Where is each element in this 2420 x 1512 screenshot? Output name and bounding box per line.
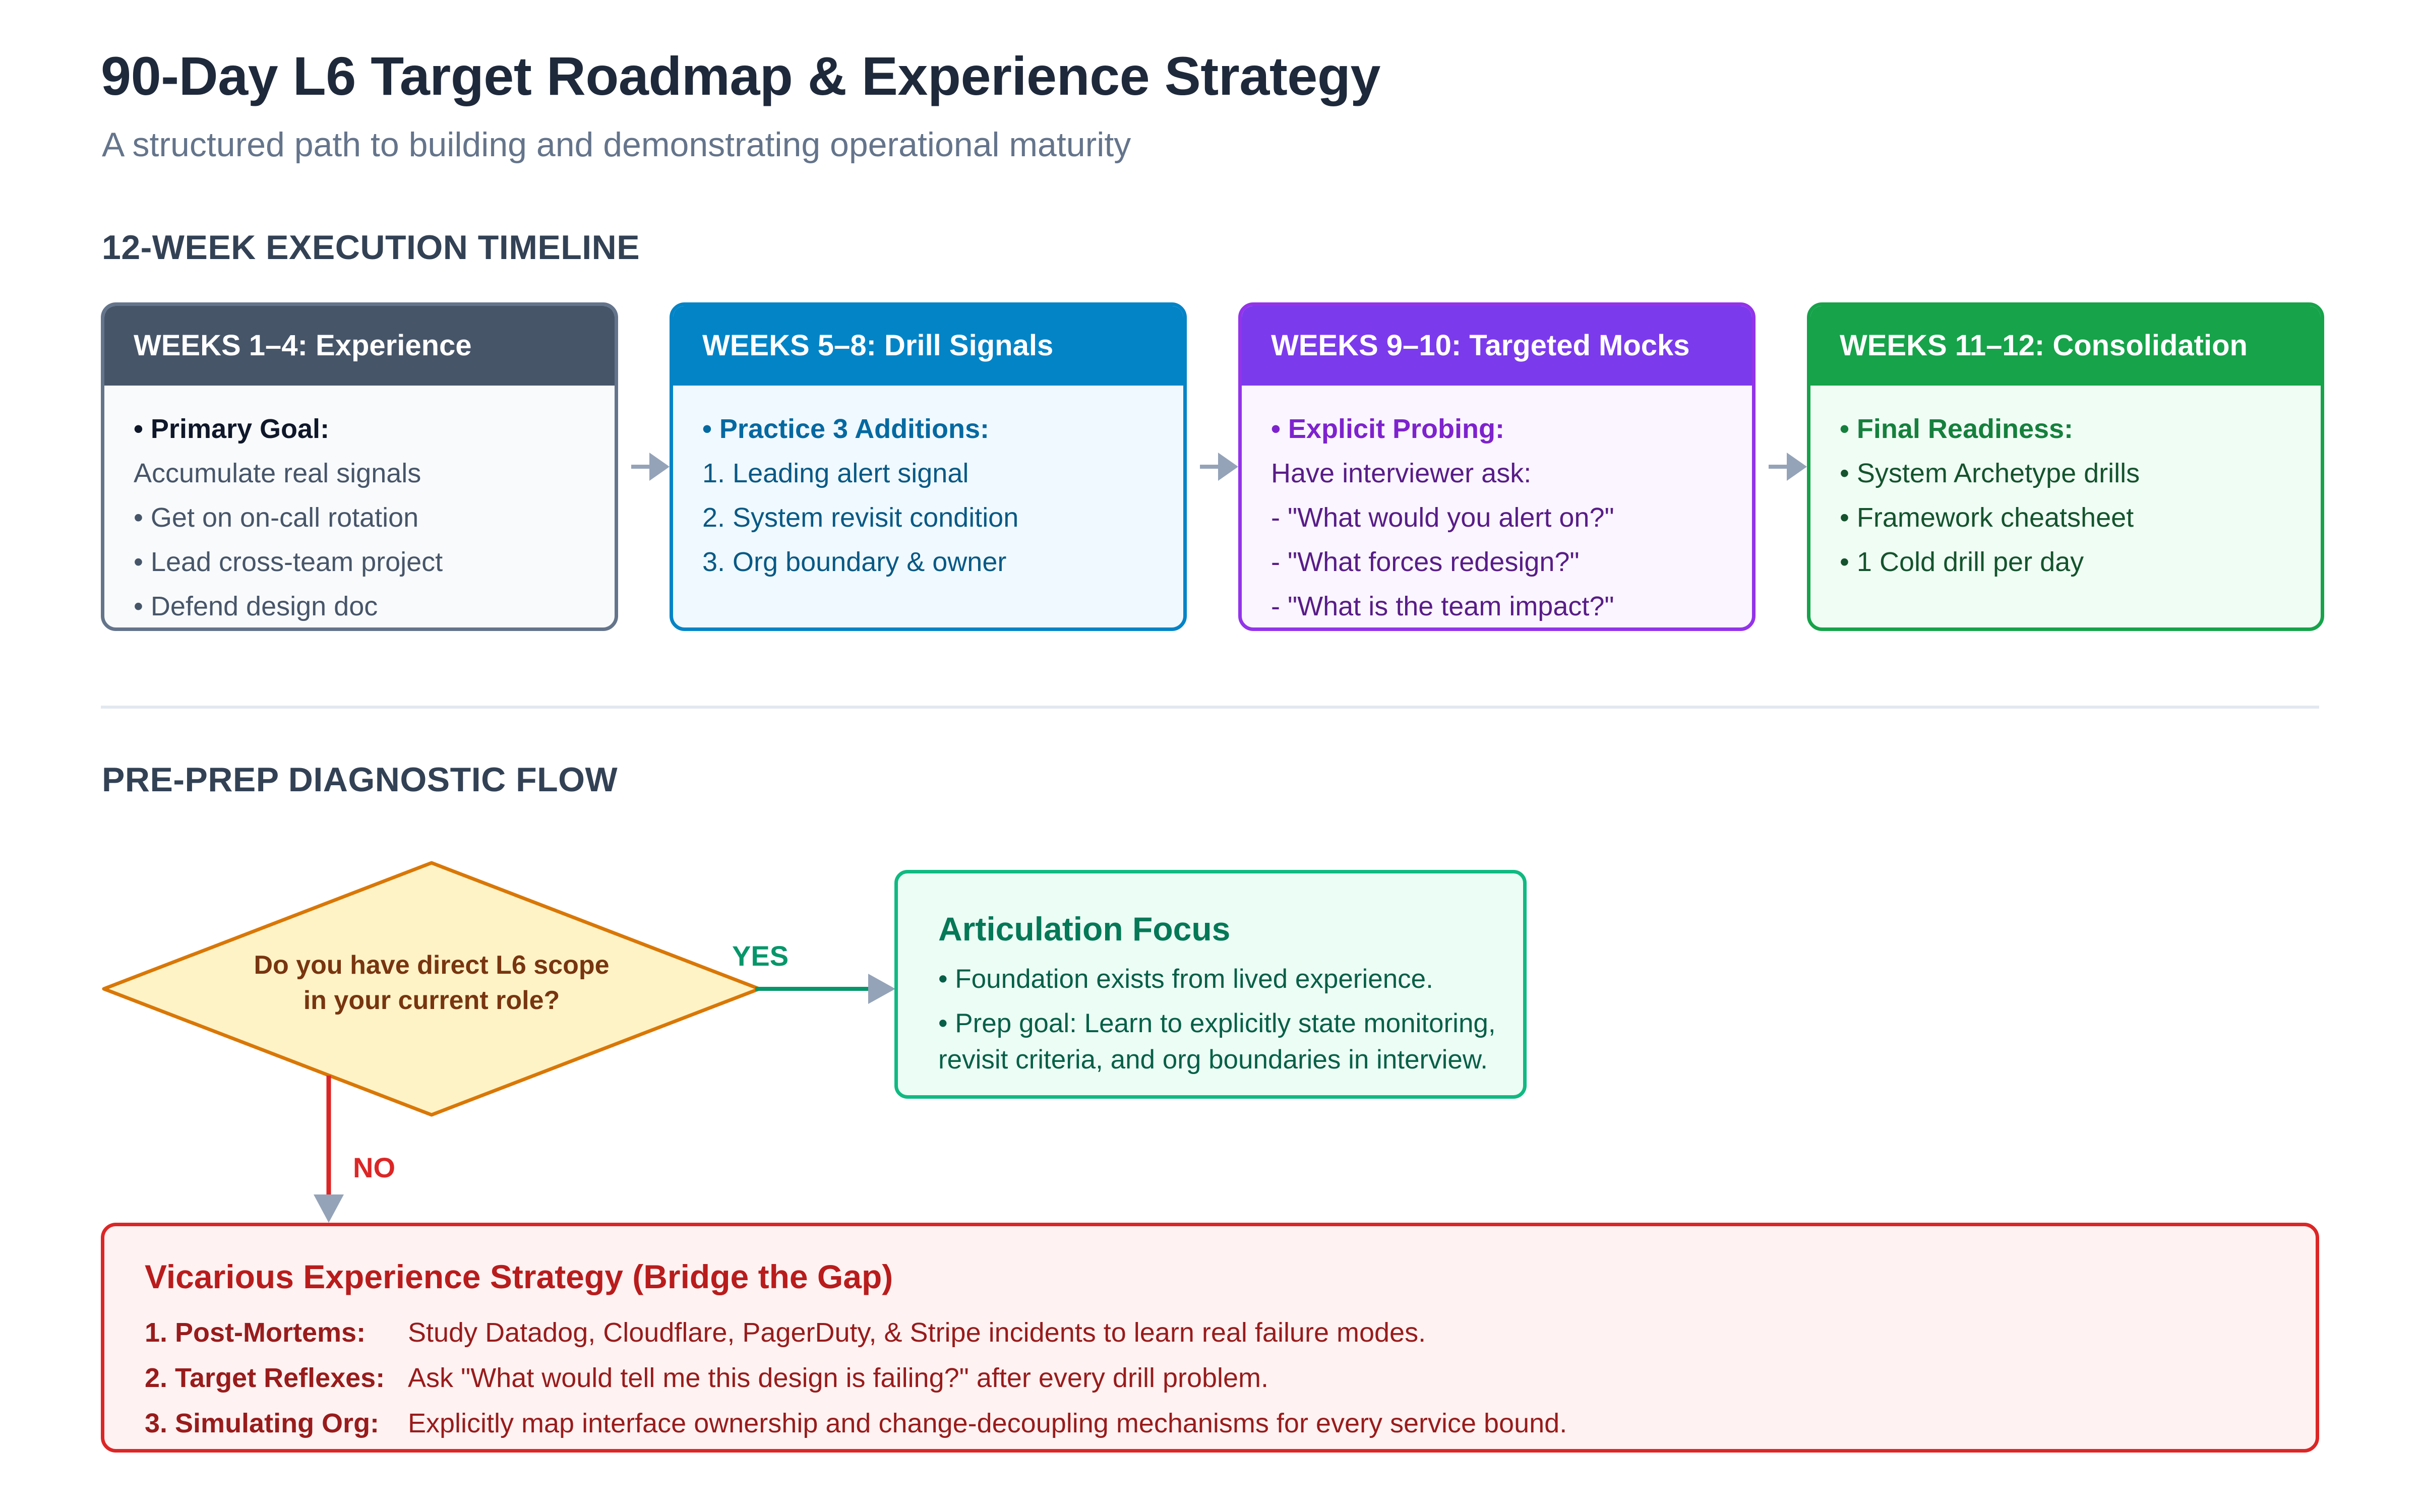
- card-line: 1. Leading alert signal: [702, 458, 969, 488]
- strategy-item-value: Ask "What would tell me this design is f…: [408, 1363, 1269, 1393]
- articulation-focus-title: Articulation Focus: [938, 910, 1231, 948]
- week-card-4: WEEKS 11–12: Consolidation • Final Readi…: [1807, 302, 2324, 631]
- articulation-line: • Foundation exists from lived experienc…: [938, 964, 1433, 994]
- strategy-item-key: 2. Target Reflexes:: [145, 1363, 385, 1393]
- no-arrow: [314, 1076, 344, 1223]
- decision-text-line2: in your current role?: [304, 986, 560, 1015]
- strategy-item-value: Explicitly map interface ownership and c…: [408, 1408, 1567, 1438]
- card-line: • Explicit Probing:: [1271, 414, 1504, 444]
- card-line: • Lead cross-team project: [134, 547, 443, 577]
- card-line: • Primary Goal:: [134, 414, 330, 444]
- vicarious-strategy-title: Vicarious Experience Strategy (Bridge th…: [145, 1258, 893, 1295]
- arrow-head-icon: [1787, 453, 1807, 481]
- week-card-body: • Primary Goal: Accumulate real signals …: [104, 386, 615, 627]
- card-line: - "What is the team impact?": [1271, 591, 1614, 621]
- articulation-line: • Prep goal: Learn to explicitly state m…: [938, 1009, 1496, 1038]
- arrow-head-icon: [314, 1194, 344, 1223]
- card-line: • System Archetype drills: [1840, 458, 2140, 488]
- week-card-body: • Final Readiness: • System Archetype dr…: [1810, 386, 2321, 584]
- vicarious-strategy-box: Vicarious Experience Strategy (Bridge th…: [101, 1223, 2319, 1453]
- card-line: Have interviewer ask:: [1271, 458, 1532, 488]
- strategy-item: 1. Post-Mortems: Study Datadog, Cloudfla…: [145, 1310, 2316, 1355]
- week-card-body: • Explicit Probing: Have interviewer ask…: [1242, 386, 1752, 627]
- no-label: NO: [353, 1152, 395, 1183]
- week-card-3: WEEKS 9–10: Targeted Mocks • Explicit Pr…: [1238, 302, 1756, 631]
- card-line: • 1 Cold drill per day: [1840, 547, 2084, 577]
- week-card-title: WEEKS 5–8: Drill Signals: [673, 306, 1183, 386]
- week-card-2: WEEKS 5–8: Drill Signals • Practice 3 Ad…: [670, 302, 1187, 631]
- timeline-arrow-1: [631, 453, 670, 481]
- arrow-head-icon: [649, 453, 670, 481]
- strategy-item: 3. Simulating Org: Explicitly map interf…: [145, 1401, 2316, 1446]
- timeline-section-label: 12-WEEK EXECUTION TIMELINE: [102, 228, 640, 267]
- card-line: Accumulate real signals: [134, 458, 421, 488]
- timeline-arrow-2: [1200, 453, 1238, 481]
- card-line: 2. System revisit condition: [702, 502, 1019, 533]
- card-line: - "What forces redesign?": [1271, 547, 1580, 577]
- articulation-focus-box: Articulation Focus • Foundation exists f…: [894, 870, 1527, 1099]
- strategy-item: 2. Target Reflexes: Ask "What would tell…: [145, 1355, 2316, 1401]
- card-line: • Defend design doc: [134, 591, 378, 621]
- timeline-arrow-3: [1769, 453, 1807, 481]
- week-card-title: WEEKS 1–4: Experience: [104, 306, 615, 386]
- yes-arrow: [755, 974, 895, 1004]
- arrow-head-icon: [868, 974, 895, 1004]
- strategy-item-key: 1. Post-Mortems:: [145, 1317, 366, 1348]
- articulation-line: revisit criteria, and org boundaries in …: [938, 1045, 1488, 1075]
- week-card-title: WEEKS 9–10: Targeted Mocks: [1242, 306, 1752, 386]
- card-line: - "What would you alert on?": [1271, 502, 1614, 533]
- flow-section-label: PRE-PREP DIAGNOSTIC FLOW: [102, 761, 618, 799]
- page-title: 90-Day L6 Target Roadmap & Experience St…: [101, 45, 1380, 106]
- page-subtitle: A structured path to building and demons…: [102, 125, 1131, 164]
- card-line: • Practice 3 Additions:: [702, 414, 990, 444]
- card-line: 3. Org boundary & owner: [702, 547, 1007, 577]
- decision-text-line1: Do you have direct L6 scope: [254, 951, 609, 980]
- week-card-1: WEEKS 1–4: Experience • Primary Goal: Ac…: [101, 302, 618, 631]
- decision-diamond: [102, 861, 761, 1117]
- strategy-item-key: 3. Simulating Org:: [145, 1408, 380, 1438]
- card-line: • Final Readiness:: [1840, 414, 2074, 444]
- section-divider: [101, 706, 2319, 709]
- strategy-item-value: Study Datadog, Cloudflare, PagerDuty, & …: [408, 1317, 1426, 1348]
- week-card-body: • Practice 3 Additions: 1. Leading alert…: [673, 386, 1183, 584]
- week-card-title: WEEKS 11–12: Consolidation: [1810, 306, 2321, 386]
- card-line: • Framework cheatsheet: [1840, 502, 2134, 533]
- arrow-head-icon: [1218, 453, 1238, 481]
- yes-label: YES: [732, 940, 789, 972]
- card-line: • Get on on-call rotation: [134, 502, 419, 533]
